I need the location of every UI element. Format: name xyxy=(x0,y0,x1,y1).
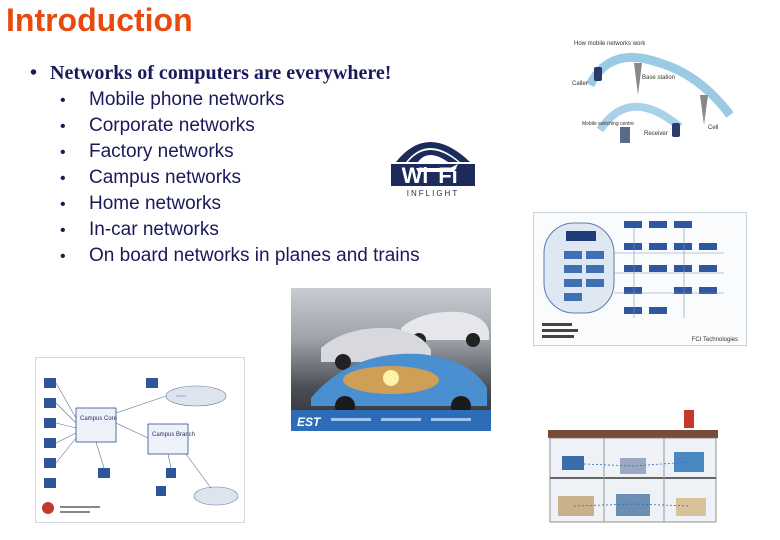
svg-text:Base station: Base station xyxy=(642,75,675,81)
mobile-diagram-heading: How mobile networks work xyxy=(574,41,646,47)
campus-network-diagram: Campus Core Campus Branch xyxy=(35,357,245,523)
bullet-item: •On board networks in planes and trains xyxy=(60,245,420,266)
svg-text:Campus Core: Campus Core xyxy=(80,416,118,422)
slide-title: Introduction xyxy=(6,2,193,38)
wifi-inflight-logo: Wi Fi INFLIGHT xyxy=(388,128,478,200)
factory-network-diagram: FCI Technologies xyxy=(533,212,747,346)
car-banner-brand: EST xyxy=(297,415,322,429)
bullet-item: •Campus networks xyxy=(60,167,242,188)
svg-text:Cell: Cell xyxy=(708,125,718,131)
bullet-dot: • xyxy=(30,62,38,84)
bullet-item: •Corporate networks xyxy=(60,115,255,136)
bullet-item: •Mobile phone networks xyxy=(60,89,285,110)
bullet-item: •In-car networks xyxy=(60,219,219,240)
home-network-image xyxy=(544,408,722,526)
svg-text:Campus Branch: Campus Branch xyxy=(152,432,195,438)
in-car-network-image: EST xyxy=(291,288,491,431)
svg-text:Caller: Caller xyxy=(572,81,588,87)
headline: • Networks of computers are everywhere! xyxy=(30,60,391,86)
mobile-network-diagram: How mobile networks work Caller Base sta… xyxy=(560,35,738,147)
inflight-text: INFLIGHT xyxy=(407,189,459,198)
bullet-item: •Factory networks xyxy=(60,141,234,162)
headline-text: Networks of computers are everywhere! xyxy=(50,62,392,84)
bullet-item: •Home networks xyxy=(60,193,221,214)
factory-footer: FCI Technologies xyxy=(692,337,738,343)
wifi-word: Wi xyxy=(402,163,429,188)
svg-text:Mobile switching centre: Mobile switching centre xyxy=(582,121,634,127)
bullet-list: •Mobile phone networks •Corporate networ… xyxy=(60,87,420,269)
svg-text:Receiver: Receiver xyxy=(644,131,668,137)
